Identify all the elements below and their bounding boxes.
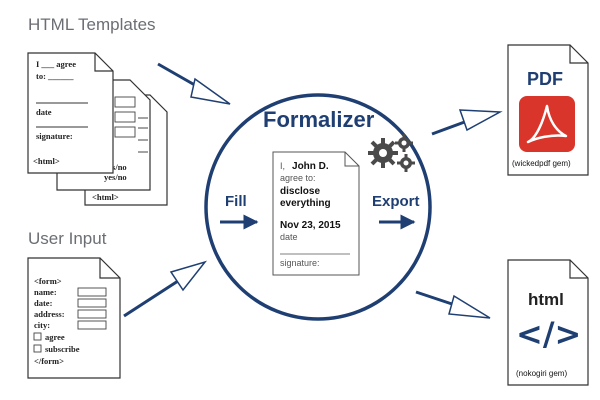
- card-date-label: date: [280, 232, 298, 242]
- card-agree-to: agree to:: [280, 173, 316, 183]
- arrow-input-to-formalizer: [123, 260, 208, 318]
- pdf-caption: (wickedpdf gem): [512, 159, 571, 168]
- form-open: <form>: [34, 276, 62, 286]
- yesno-1: yes/no: [104, 162, 127, 172]
- template-signature: signature:: [36, 131, 73, 141]
- field-date: date:: [34, 298, 53, 308]
- field-agree: agree: [45, 332, 65, 342]
- card-action1: disclose: [280, 186, 320, 197]
- back-html-tag: <html>: [92, 192, 119, 202]
- card-action2: everything: [280, 198, 331, 209]
- card-line1-prefix: I,: [280, 161, 285, 171]
- fill-label: Fill: [225, 193, 247, 210]
- yesno-2: yes/no: [104, 172, 127, 182]
- html-caption: (nokogiri gem): [516, 369, 567, 378]
- user-input-doc: <form> name: date: address: city: agree …: [27, 257, 121, 379]
- template-html-tag: <html>: [33, 156, 60, 166]
- pdf-icon: [519, 96, 575, 152]
- formalizer-title: Formalizer: [263, 107, 375, 132]
- export-label: Export: [372, 193, 420, 210]
- template-line2: to: ______: [36, 71, 74, 81]
- card-signature: signature:: [280, 258, 320, 268]
- arrow-templates-to-formalizer: [157, 62, 231, 105]
- field-city: city:: [34, 320, 50, 330]
- arrow-to-html: [415, 290, 491, 319]
- agree-checkbox: [33, 332, 42, 341]
- gears-icon: [368, 134, 415, 172]
- form-close: </form>: [34, 356, 64, 366]
- pdf-output-doc: PDF (wickedpdf gem): [507, 44, 589, 176]
- user-input-title: User Input: [28, 229, 107, 248]
- subscribe-checkbox: [33, 344, 42, 353]
- field-subscribe: subscribe: [45, 344, 80, 354]
- field-address: address:: [34, 309, 65, 319]
- html-title: html: [528, 290, 564, 309]
- field-name: name:: [34, 287, 57, 297]
- card-date-value: Nov 23, 2015: [280, 220, 341, 231]
- html-templates-title: HTML Templates: [28, 15, 156, 34]
- template-front-page: [27, 52, 114, 174]
- svg-text:I, John D.: I, John D.: [280, 156, 329, 173]
- code-icon: </>: [516, 315, 581, 353]
- template-date: date: [36, 107, 52, 117]
- template-stack: <html> yes/no yes/no I ___ agree to: ___…: [27, 52, 168, 206]
- card-name: John D.: [292, 161, 329, 172]
- arrow-to-pdf: [431, 109, 503, 136]
- template-line1: I ___ agree: [36, 59, 76, 69]
- html-output-doc: html </> (nokogiri gem): [507, 259, 589, 386]
- filled-form-card: I, John D. agree to: disclose everything…: [272, 151, 360, 276]
- pdf-title: PDF: [527, 69, 563, 89]
